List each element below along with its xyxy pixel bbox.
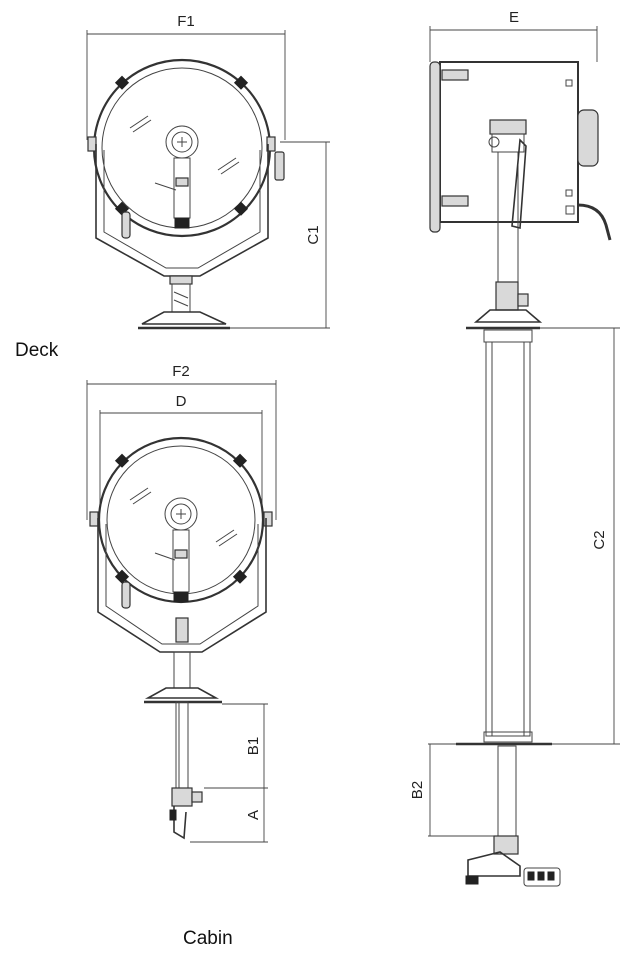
- f2-label: F2: [172, 363, 190, 380]
- c2-dimension: C2: [540, 327, 620, 745]
- deck-searchlight: F1 C1: [86, 13, 330, 330]
- c1-dimension: C1: [230, 141, 330, 329]
- a-dimension: A: [190, 788, 268, 843]
- b1-label: B1: [245, 737, 262, 755]
- b2-label: B2: [409, 781, 426, 799]
- d-label: D: [176, 393, 187, 410]
- side-view-searchlight: E: [409, 9, 620, 887]
- e-dimension: E: [429, 9, 598, 62]
- e-label: E: [509, 9, 519, 26]
- f1-dimension: F1: [86, 13, 286, 140]
- c1-label: C1: [305, 225, 322, 244]
- c2-label: C2: [591, 530, 608, 549]
- deck-caption: Deck: [15, 340, 59, 361]
- f2-dimension: F2: [86, 363, 277, 520]
- cabin-searchlight: F2 D: [86, 363, 277, 843]
- b2-dimension: B2: [409, 743, 494, 837]
- f1-label: F1: [177, 13, 195, 30]
- d-dimension: D: [99, 393, 263, 505]
- b1-dimension: B1: [204, 703, 268, 789]
- cabin-caption: Cabin: [183, 928, 233, 949]
- a-label: A: [245, 810, 262, 820]
